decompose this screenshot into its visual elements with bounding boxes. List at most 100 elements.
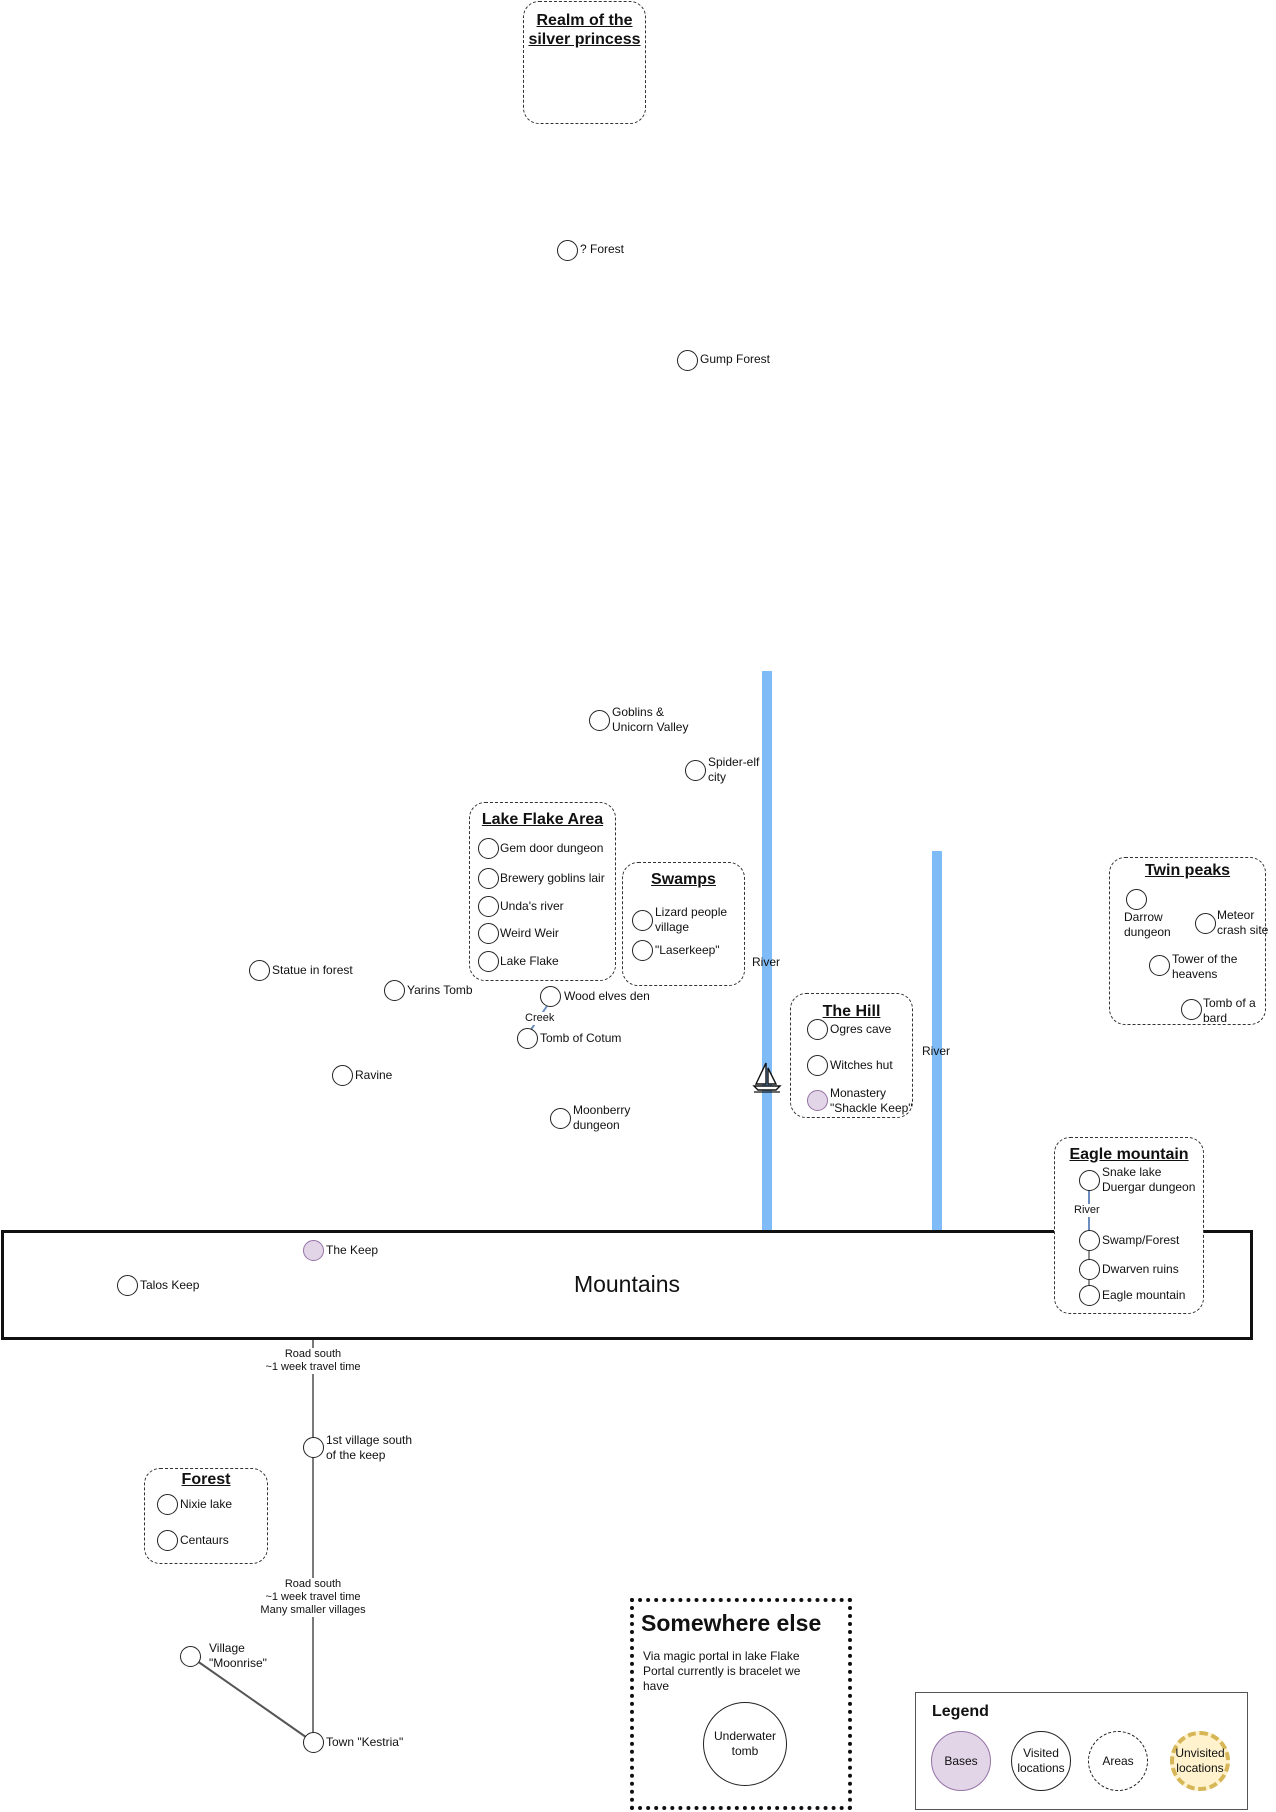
- location-marker[interactable]: [332, 1065, 353, 1086]
- somewhere-else-title: Somewhere else: [641, 1610, 822, 1636]
- location-marker[interactable]: [550, 1108, 571, 1129]
- location-marker[interactable]: [632, 940, 653, 961]
- location-marker[interactable]: [1195, 913, 1216, 934]
- area-realm-silver-princess: Realm of the silver princess: [523, 1, 646, 124]
- location-label: ? Forest: [580, 242, 625, 256]
- location-marker[interactable]: [1181, 999, 1202, 1020]
- location-marker[interactable]: [1079, 1230, 1100, 1251]
- location-label: Tower of the heavens: [1172, 952, 1238, 981]
- area-title: Lake Flake Area: [481, 811, 604, 828]
- legend-unvisited: Unvisited locations: [1170, 1731, 1230, 1791]
- location-marker[interactable]: [807, 1055, 828, 1076]
- location-marker[interactable]: [478, 868, 499, 889]
- area-title: Twin peaks: [1144, 862, 1231, 879]
- location-marker[interactable]: [157, 1494, 178, 1515]
- location-label: Gump Forest: [700, 352, 771, 366]
- location-marker[interactable]: [478, 951, 499, 972]
- somewhere-else-panel: Somewhere else Via magic portal in lake …: [630, 1598, 852, 1810]
- mountains-region: Mountains: [1, 1230, 1253, 1340]
- legend-label: Bases: [944, 1753, 978, 1768]
- area-title: Forest: [181, 1471, 231, 1488]
- location-marker[interactable]: [685, 760, 706, 781]
- location-label: Wood elves den: [564, 989, 650, 1003]
- location-marker[interactable]: [632, 910, 653, 931]
- underwater-tomb-marker[interactable]: Underwater tomb: [703, 1702, 787, 1786]
- location-marker[interactable]: [303, 1732, 324, 1753]
- location-marker[interactable]: [589, 710, 610, 731]
- edge-label: Road south ~1 week travel time Many smal…: [250, 1578, 376, 1617]
- location-label: The Keep: [326, 1243, 379, 1257]
- location-label: Eagle mountain: [1102, 1288, 1186, 1302]
- area-twin-peaks: Twin peaks: [1109, 857, 1266, 1025]
- location-marker[interactable]: [1079, 1285, 1100, 1306]
- location-marker[interactable]: [1079, 1259, 1100, 1280]
- location-label: Ogres cave: [830, 1022, 892, 1036]
- edge-label: Creek: [525, 1012, 555, 1025]
- area-eagle-mountain: Eagle mountain: [1054, 1137, 1204, 1314]
- location-label: Brewery goblins lair: [500, 871, 605, 885]
- river-east: [932, 851, 942, 1230]
- legend-visited: Visited locations: [1011, 1731, 1071, 1791]
- location-marker[interactable]: [677, 350, 698, 371]
- location-label: Unda's river: [500, 899, 564, 913]
- location-label: Village "Moonrise": [209, 1641, 267, 1670]
- boat-icon: [752, 1062, 782, 1093]
- location-marker[interactable]: [1126, 889, 1147, 910]
- location-label: Tomb of Cotum: [540, 1031, 622, 1045]
- legend-title: Legend: [932, 1703, 989, 1720]
- location-label: Centaurs: [180, 1533, 229, 1547]
- location-label: Darrow dungeon: [1124, 910, 1171, 939]
- area-title: Eagle mountain: [1069, 1146, 1189, 1163]
- legend-label: Visited locations: [1017, 1746, 1065, 1775]
- location-marker[interactable]: [249, 960, 270, 981]
- base-marker[interactable]: [807, 1090, 828, 1111]
- location-marker[interactable]: [180, 1646, 201, 1667]
- edge-label: Road south ~1 week travel time: [255, 1348, 371, 1374]
- location-marker[interactable]: [517, 1028, 538, 1049]
- location-marker[interactable]: [117, 1275, 138, 1296]
- mountains-label: Mountains: [573, 1271, 681, 1297]
- river-west: [762, 671, 772, 1230]
- location-marker[interactable]: [157, 1530, 178, 1551]
- location-label: Tomb of a bard: [1203, 996, 1256, 1025]
- location-label: "Laserkeep": [655, 943, 720, 957]
- location-label: 1st village south of the keep: [326, 1433, 413, 1462]
- location-label: Talos Keep: [140, 1278, 200, 1292]
- area-title: The Hill: [822, 1003, 881, 1020]
- legend-label: Areas: [1102, 1753, 1134, 1768]
- location-marker[interactable]: [1079, 1170, 1100, 1191]
- location-label: Moonberry dungeon: [573, 1103, 631, 1132]
- river-label: River: [752, 955, 781, 969]
- somewhere-else-description: Via magic portal in lake Flake Portal cu…: [643, 1649, 801, 1693]
- location-marker[interactable]: [540, 986, 561, 1007]
- location-label: Spider-elf city: [708, 755, 760, 784]
- location-label: Weird Weir: [500, 926, 559, 940]
- location-label: Underwater tomb: [713, 1729, 777, 1758]
- location-marker[interactable]: [303, 1437, 324, 1458]
- location-marker[interactable]: [557, 240, 578, 261]
- location-label: Snake lake Duergar dungeon: [1102, 1165, 1196, 1194]
- location-marker[interactable]: [1149, 955, 1170, 976]
- location-label: Goblins & Unicorn Valley: [612, 705, 689, 734]
- location-marker[interactable]: [478, 838, 499, 859]
- location-marker[interactable]: [478, 923, 499, 944]
- location-label: Monastery "Shackle Keep": [830, 1086, 913, 1115]
- location-label: Gem door dungeon: [500, 841, 604, 855]
- legend-panel: Legend Bases Visited locations Areas Unv…: [915, 1692, 1248, 1810]
- location-label: Nixie lake: [180, 1497, 233, 1511]
- base-marker[interactable]: [303, 1240, 324, 1261]
- location-label: Ravine: [355, 1068, 393, 1082]
- location-marker[interactable]: [807, 1019, 828, 1040]
- river-label: River: [922, 1044, 951, 1058]
- legend-areas: Areas: [1088, 1731, 1148, 1791]
- legend-label: Unvisited locations: [1175, 1746, 1225, 1775]
- edge-label: River: [1074, 1204, 1100, 1217]
- location-marker[interactable]: [478, 896, 499, 917]
- location-label: Town "Kestria": [326, 1735, 404, 1749]
- area-title: Realm of the silver princess: [528, 12, 641, 48]
- legend-bases: Bases: [931, 1731, 991, 1791]
- location-marker[interactable]: [384, 980, 405, 1001]
- location-label: Swamp/Forest: [1102, 1233, 1180, 1247]
- location-label: Statue in forest: [272, 963, 353, 977]
- location-label: Dwarven ruins: [1102, 1262, 1179, 1276]
